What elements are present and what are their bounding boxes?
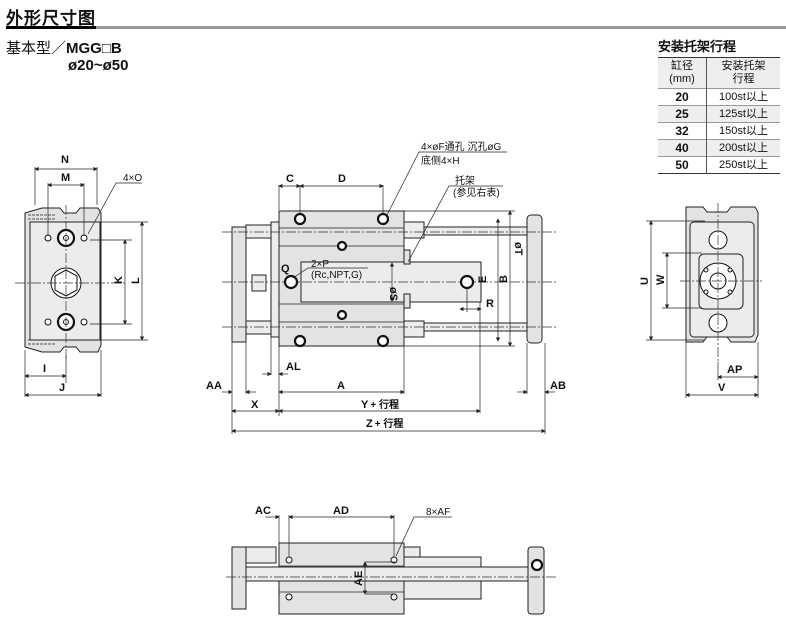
end-plate-left (231, 226, 247, 343)
cell-bore: 32 (658, 122, 707, 140)
dim-label-o: 4×O (123, 173, 142, 184)
note-bracket-ref: (参见右表) (453, 186, 500, 199)
dim-label-s: øS (387, 287, 399, 301)
dim-label-v: V (718, 382, 726, 394)
dim-label-e: E (477, 276, 489, 283)
dim-label-y: Y+ 行程 (361, 398, 399, 411)
dim-label-w: W (655, 274, 667, 285)
dim-label-a: A (337, 380, 345, 392)
dim-label-ae: AE (353, 571, 365, 586)
dim-label-i: I (43, 363, 46, 375)
mount-hole (376, 334, 390, 348)
af-hole (285, 556, 293, 564)
cell-bore: 50 (658, 156, 707, 174)
table-title: 安装托架行程 (658, 39, 737, 54)
cell-stroke: 200st以上 (706, 139, 780, 157)
note-bracket: 托架 (455, 174, 475, 187)
dim-label-b: B (498, 275, 510, 283)
dim-label-ap: AP (727, 364, 742, 376)
cell-bore: 20 (658, 88, 707, 106)
dim-label-m: M (61, 172, 70, 184)
bottom-rod (245, 566, 529, 582)
bottom-view: AC AD 8×AF AE (226, 505, 556, 615)
model-code: MGG□B (66, 40, 122, 57)
dim-label-y-suffix: + 行程 (370, 398, 399, 411)
bottom-end-plate-left (231, 546, 247, 610)
dim-label-r: R (486, 298, 494, 310)
front-view: N M 4×O K L I J (15, 154, 148, 398)
header-stroke: 安装托架行程 (706, 57, 780, 89)
header-stroke-line2: 行程 (732, 73, 755, 85)
af-hole (390, 593, 398, 601)
cell-stroke: 125st以上 (706, 105, 780, 123)
cell-stroke: 250st以上 (706, 156, 780, 174)
mount-hole (376, 212, 390, 226)
cell-stroke: 150st以上 (706, 122, 780, 140)
dim-label-af: 8×AF (426, 507, 450, 518)
dim-label-al: AL (286, 361, 301, 373)
dim-label-ab: AB (550, 380, 566, 392)
bore-range: ø20~ø50 (68, 57, 129, 74)
dim-label-q: Q (281, 263, 290, 275)
dim-label-ad: AD (333, 505, 349, 517)
guide-rod-top (423, 226, 528, 236)
header-stroke-line1: 安装托架 (721, 60, 766, 72)
rear-view: U W AP V (639, 203, 762, 398)
dim-label-t: øT (512, 242, 524, 256)
port-thread-types: (Rc,NPT,G) (311, 270, 362, 281)
dim-label-ac: AC (255, 505, 271, 517)
port-hole (283, 274, 299, 290)
header-bore: 缸径(mm) (658, 57, 707, 89)
note-mount-holes: 4×øF通孔 沉孔øG (421, 140, 502, 153)
dim-label-c: C (286, 173, 294, 185)
bottom-end-plate-right (527, 546, 545, 615)
dim-label-x: X (251, 399, 259, 411)
note-bottom-holes: 底侧4×H (421, 154, 460, 167)
page-title: 外形尺寸图 (6, 9, 96, 28)
header-bore-label: 缸径 (671, 60, 693, 72)
side-view: C D 4×øF通孔 沉孔øG 底侧4×H 托架 (参见右表) Q 2×P (R… (206, 140, 566, 434)
title-underline (6, 26, 96, 29)
cell-stroke: 100st以上 (706, 88, 780, 106)
dim-label-k: K (113, 276, 125, 284)
dim-label-y-letter: Y (361, 399, 369, 411)
subtitle-prefix: 基本型／ (6, 40, 67, 57)
subtitle: 基本型／MGG□B (6, 37, 122, 58)
title-rule (96, 26, 786, 29)
mount-hole (293, 334, 307, 348)
cell-bore: 40 (658, 139, 707, 157)
header-bore-unit: (mm) (669, 73, 695, 85)
cell-bore: 25 (658, 105, 707, 123)
mount-hole (293, 212, 307, 226)
end-plate-right (526, 214, 543, 344)
af-hole (285, 593, 293, 601)
dim-label-aa: AA (206, 380, 222, 392)
dim-label-z-letter: Z (366, 418, 373, 430)
dim-label-z: Z+ 行程 (366, 417, 403, 430)
dim-label-l: L (130, 277, 142, 284)
dim-label-z-suffix: + 行程 (375, 417, 404, 430)
port-spec: 2×P (311, 259, 329, 270)
dim-label-u: U (639, 277, 651, 285)
dim-label-d: D (338, 173, 346, 185)
dim-label-j: J (59, 382, 65, 394)
port-hole (459, 274, 475, 290)
table-header-row: 缸径(mm) 安装托架行程 (658, 57, 780, 89)
dim-label-n: N (61, 154, 69, 166)
